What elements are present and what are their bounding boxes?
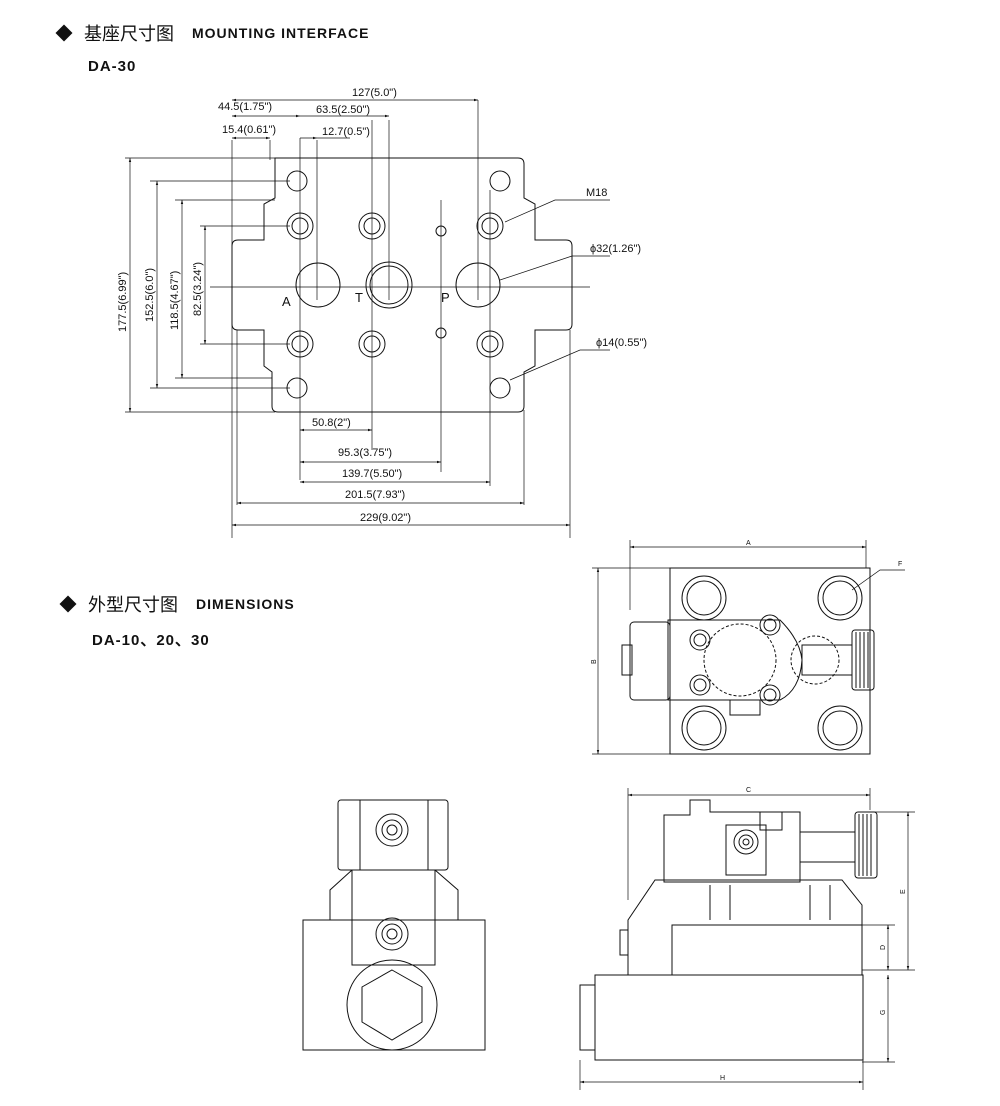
- mounting-interface-drawing: [125, 98, 610, 538]
- top-view-drawing: [592, 540, 905, 755]
- dim-c-label: C: [746, 787, 751, 794]
- dim-f-label: F: [898, 561, 902, 568]
- side-view-labels: C H E D G: [720, 787, 907, 1082]
- port-t-label: T: [355, 290, 363, 305]
- dim-15-4: 15.4(0.61"): [222, 124, 276, 136]
- port-diameter-label: ϕ32(1.26"): [590, 243, 641, 255]
- dim-139-7: 139.7(5.50"): [342, 468, 402, 480]
- mounting-title-cn: 基座尺寸图: [84, 24, 174, 45]
- port-p-label: P: [441, 290, 450, 305]
- dim-12-7: 12.7(0.5"): [322, 126, 370, 138]
- dimensions-model: DA-10、20、30: [92, 632, 210, 649]
- mounting-model: DA-30: [88, 58, 137, 75]
- dim-a-label: A: [746, 540, 751, 547]
- dim-82-5: 82.5(3.24"): [192, 262, 204, 316]
- mounting-dimension-labels: 127(5.0") 44.5(1.75") 63.5(2.50") 15.4(0…: [117, 87, 647, 524]
- dim-e-label: E: [900, 889, 907, 894]
- dim-d-label: D: [880, 945, 887, 950]
- dim-177-5: 177.5(6.99"): [117, 272, 129, 332]
- dim-127: 127(5.0"): [352, 87, 397, 99]
- dim-201-5: 201.5(7.93"): [345, 489, 405, 501]
- hole-diameter-label: ϕ14(0.55"): [596, 337, 647, 349]
- section-header-mounting: 基座尺寸图 MOUNTING INTERFACE: [55, 20, 370, 46]
- corner-hole: [489, 170, 511, 192]
- base-plate-outline: [231, 157, 573, 413]
- dim-g-label: G: [880, 1010, 887, 1015]
- end-view-drawing: [302, 799, 486, 1051]
- dim-50-8: 50.8(2"): [312, 417, 351, 429]
- dim-63-5: 63.5(2.50"): [316, 104, 370, 116]
- dimensions-title-cn: 外型尺寸图: [88, 595, 178, 616]
- side-view-drawing: [579, 788, 915, 1090]
- thread-label: M18: [586, 187, 607, 199]
- mounting-title-en: MOUNTING INTERFACE: [192, 25, 370, 41]
- section-header-dimensions: 外型尺寸图 DIMENSIONS: [59, 591, 295, 617]
- dim-152-5: 152.5(6.0"): [144, 268, 156, 322]
- corner-hole: [489, 377, 511, 399]
- dim-44-5: 44.5(1.75"): [218, 101, 272, 113]
- dim-b-label: B: [591, 659, 598, 664]
- dim-95-3: 95.3(3.75"): [338, 447, 392, 459]
- top-view-labels: A B F: [591, 540, 902, 664]
- port-a: [295, 262, 341, 308]
- dim-h-label: H: [720, 1075, 725, 1082]
- dim-229: 229(9.02"): [360, 512, 411, 524]
- port-a-label: A: [282, 294, 291, 309]
- dim-118-5: 118.5(4.67"): [169, 271, 181, 330]
- dimensions-title-en: DIMENSIONS: [196, 596, 295, 612]
